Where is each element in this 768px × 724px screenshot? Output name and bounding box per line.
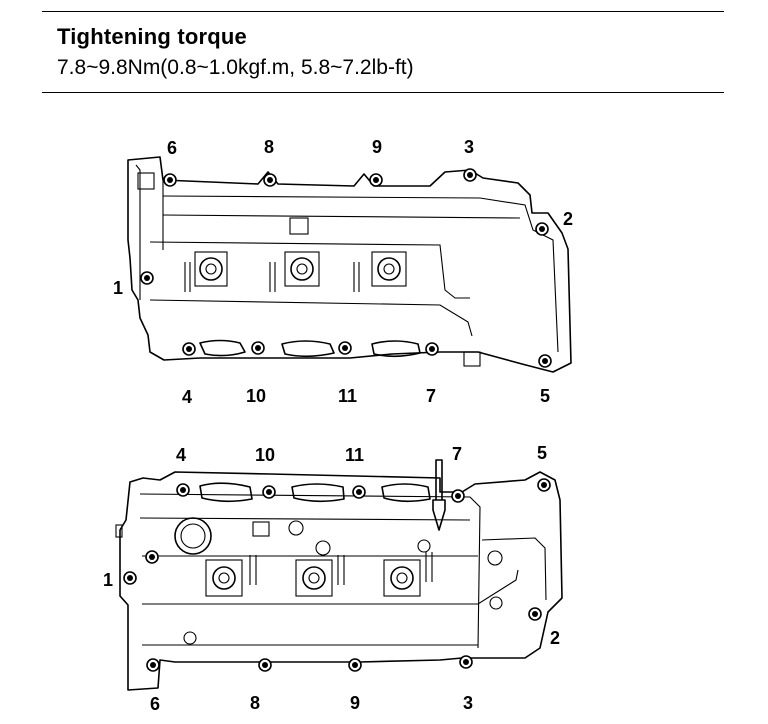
bottom-bolt-11: [352, 485, 366, 499]
bottom-cover-view: 1 2 3 4 5 6 7 8 9 10 11: [103, 443, 563, 714]
bottom-label-8: 8: [250, 693, 260, 713]
top-bolt-8: [263, 173, 277, 187]
top-bolt-11: [338, 341, 352, 355]
top-bolt-2: [535, 222, 549, 236]
bottom-lower-boss: [183, 631, 197, 645]
top-cover-lower-line: [149, 299, 473, 337]
top-cover-inner-line: [162, 195, 559, 353]
bottom-label-2: 2: [550, 628, 560, 648]
bottom-cover-lower-line: [142, 569, 519, 605]
top-label-5: 5: [540, 386, 550, 406]
header-rule-top: [42, 11, 724, 12]
bottom-pcv-pipe: [432, 459, 446, 531]
top-corner-tab: [137, 172, 155, 190]
bottom-cover-outline: [119, 471, 563, 691]
top-label-2: 2: [563, 209, 573, 229]
bottom-label-11: 11: [345, 445, 364, 465]
top-bolt-5: [538, 354, 552, 368]
top-cover-port-3: [371, 340, 421, 358]
top-plug-boss-1: [184, 251, 228, 292]
bottom-bolt-3: [459, 655, 473, 669]
top-label-1: 1: [113, 278, 123, 298]
top-bolt-1: [140, 271, 154, 285]
bottom-plug-boss-1: [205, 555, 257, 597]
bottom-label-10: 10: [255, 445, 275, 465]
bottom-bolt-10: [262, 485, 276, 499]
torque-title: Tightening torque: [57, 24, 247, 49]
bottom-oil-filler: [174, 517, 212, 555]
bottom-sensor-boss-2: [315, 540, 331, 556]
bottom-bolt-5: [537, 478, 551, 492]
top-label-6: 6: [167, 138, 177, 158]
top-label-11: 11: [338, 386, 357, 406]
top-cover-centre-line: [149, 241, 470, 299]
top-bolt-7: [425, 342, 439, 356]
bottom-cover-right-flange: [481, 537, 547, 601]
top-cover-ridge-line: [162, 214, 521, 219]
top-bolt-3: [463, 168, 477, 182]
top-bolt-10: [251, 341, 265, 355]
bottom-label-6: 6: [150, 694, 160, 714]
top-oil-cap-boss: [289, 217, 309, 235]
top-cover-port-2: [281, 340, 335, 358]
bottom-bolt-7: [451, 489, 465, 503]
bottom-bolt-4: [176, 483, 190, 497]
bottom-cover-port-1: [199, 482, 253, 503]
bottom-bolt-6: [146, 658, 160, 672]
top-cover-view: 1 2 3 4 5 6 7 8 9 10 11: [113, 137, 573, 407]
top-label-3: 3: [464, 137, 474, 157]
top-label-4: 4: [182, 387, 192, 407]
bottom-right-boss: [487, 550, 503, 566]
bottom-label-4: 4: [176, 445, 186, 465]
top-bolt-6: [163, 173, 177, 187]
bottom-bolt-2: [528, 607, 542, 621]
bottom-right-boss-2: [489, 596, 503, 610]
top-bolt-4: [182, 342, 196, 356]
top-cover-left-flange: [135, 164, 141, 300]
top-cover-port-1: [199, 339, 246, 357]
top-label-8: 8: [264, 137, 274, 157]
top-label-10: 10: [246, 386, 266, 406]
top-plug-boss-2: [269, 251, 320, 292]
bottom-bolt-9: [348, 658, 362, 672]
top-plug-boss-3: [353, 251, 407, 292]
torque-spec: 7.8~9.8Nm(0.8~1.0kgf.m, 5.8~7.2lb-ft): [57, 56, 414, 79]
bottom-cover-port-2: [291, 483, 345, 503]
bottom-label-5: 5: [537, 443, 547, 463]
bottom-label-7: 7: [452, 444, 462, 464]
top-bolt-9: [369, 173, 383, 187]
bottom-bolt-8: [258, 658, 272, 672]
bottom-bolt-extra: [145, 550, 159, 564]
top-cover-outline: [127, 156, 572, 373]
bottom-cover-port-3: [381, 483, 431, 503]
top-label-7: 7: [426, 386, 436, 406]
bottom-sensor-boss: [288, 520, 304, 536]
bottom-label-1: 1: [103, 570, 113, 590]
top-label-9: 9: [372, 137, 382, 157]
bottom-fitting: [417, 539, 431, 553]
bottom-label-3: 3: [463, 693, 473, 713]
bottom-bolt-1: [123, 571, 137, 585]
bottom-plug-boss-3: [383, 552, 433, 597]
bottom-plug-boss-2: [295, 555, 345, 597]
bottom-small-boss: [252, 521, 270, 537]
bottom-cover-inner-line: [139, 493, 481, 649]
bottom-label-9: 9: [350, 693, 360, 713]
bottom-left-tab: [115, 524, 123, 538]
header-rule-bottom: [42, 92, 724, 93]
top-pcv-fitting: [463, 351, 481, 367]
